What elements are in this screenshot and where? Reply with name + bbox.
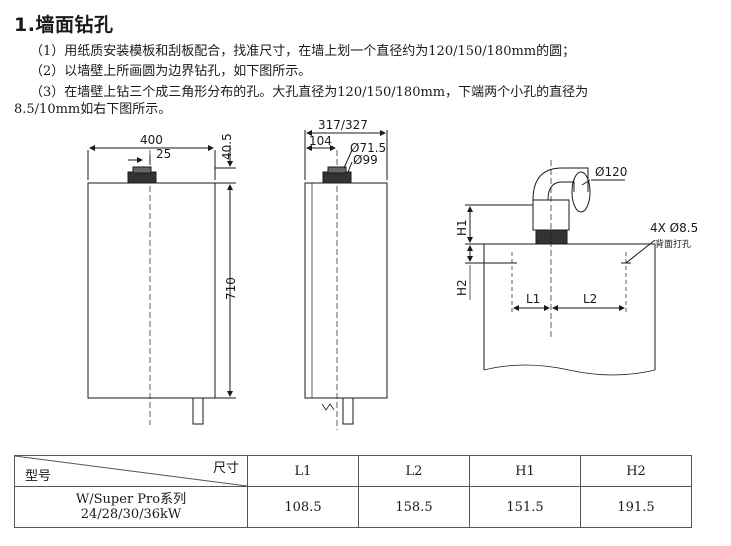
l2-label: L2 [583, 292, 597, 306]
model-power: 24/28/30/36kW [80, 507, 182, 522]
table-header-row: 尺寸 型号 L1 L2 H1 H2 [14, 455, 692, 487]
small-holes-label: 4X Ø8.5 [650, 221, 698, 235]
step-3-text: （3）在墙壁上钻三个成三角形分布的孔。大孔直径为120/150/180mm，下端… [30, 85, 589, 100]
model-name: W/Super Pro系列 [75, 492, 187, 507]
h2-label: H2 [455, 279, 469, 296]
flue-elbow [532, 167, 589, 201]
wall-view-drawing [465, 160, 656, 376]
front-boiler-body [87, 182, 216, 399]
front-flue-collar [127, 171, 157, 184]
section-heading: 1.墙面钻孔 [14, 14, 114, 36]
front-top-height-label: 40.5 [220, 133, 234, 160]
l1-label: L1 [526, 292, 540, 306]
front-offset-label: 25 [156, 147, 171, 161]
value-l1: 108.5 [247, 486, 359, 528]
side-boiler-body [304, 182, 388, 399]
value-l2: 158.5 [358, 486, 470, 528]
side-flue-collar [322, 171, 352, 184]
corner-model-label: 型号 [25, 469, 52, 484]
value-h1: 151.5 [469, 486, 581, 528]
h1-label: H1 [455, 219, 469, 236]
column-header-l1: L1 [247, 455, 359, 487]
front-width-label: 400 [140, 133, 163, 147]
value-h2: 191.5 [580, 486, 692, 528]
side-diameter-1-label: Ø71.5 [350, 141, 386, 155]
side-bottom-pipe [342, 397, 354, 425]
corner-size-label: 尺寸 [212, 461, 239, 476]
column-header-h2: H2 [580, 455, 692, 487]
big-hole-diameter-label: Ø120 [595, 165, 627, 179]
side-view-drawing [304, 130, 388, 430]
table-row: W/Super Pro系列 24/28/30/36kW 108.5 158.5 … [14, 486, 692, 528]
step-2-text: （2）以墙壁上所画圆为边界钻孔，如下图所示。 [30, 64, 312, 79]
dimension-table: 尺寸 型号 L1 L2 H1 H2 W/Super Pro系列 24/28/30… [14, 455, 692, 528]
installation-drawings: 400 25 40.5 710 317/327 104 Ø71.5 Ø99 [87, 118, 698, 430]
step-1-text: （1）用纸质安装模板和刮板配合，找准尺寸，在墙上划一个直径约为120/150/1… [30, 44, 576, 59]
flue-opening [571, 171, 591, 213]
model-cell: W/Super Pro系列 24/28/30/36kW [14, 486, 248, 528]
front-bottom-pipe [192, 397, 204, 425]
back-drilling-note: 背面打孔 [655, 238, 691, 250]
front-height-label: 710 [224, 277, 238, 300]
side-diameter-2-label: Ø99 [353, 153, 378, 167]
step-3-continued-text: 8.5/10mm如右下图所示。 [14, 102, 172, 117]
column-header-h1: H1 [469, 455, 581, 487]
front-view-drawing [87, 145, 236, 425]
side-offset-label: 104 [309, 134, 332, 148]
table-corner-cell: 尺寸 型号 [14, 455, 248, 487]
side-depth-label: 317/327 [318, 118, 368, 132]
column-header-l2: L2 [358, 455, 470, 487]
